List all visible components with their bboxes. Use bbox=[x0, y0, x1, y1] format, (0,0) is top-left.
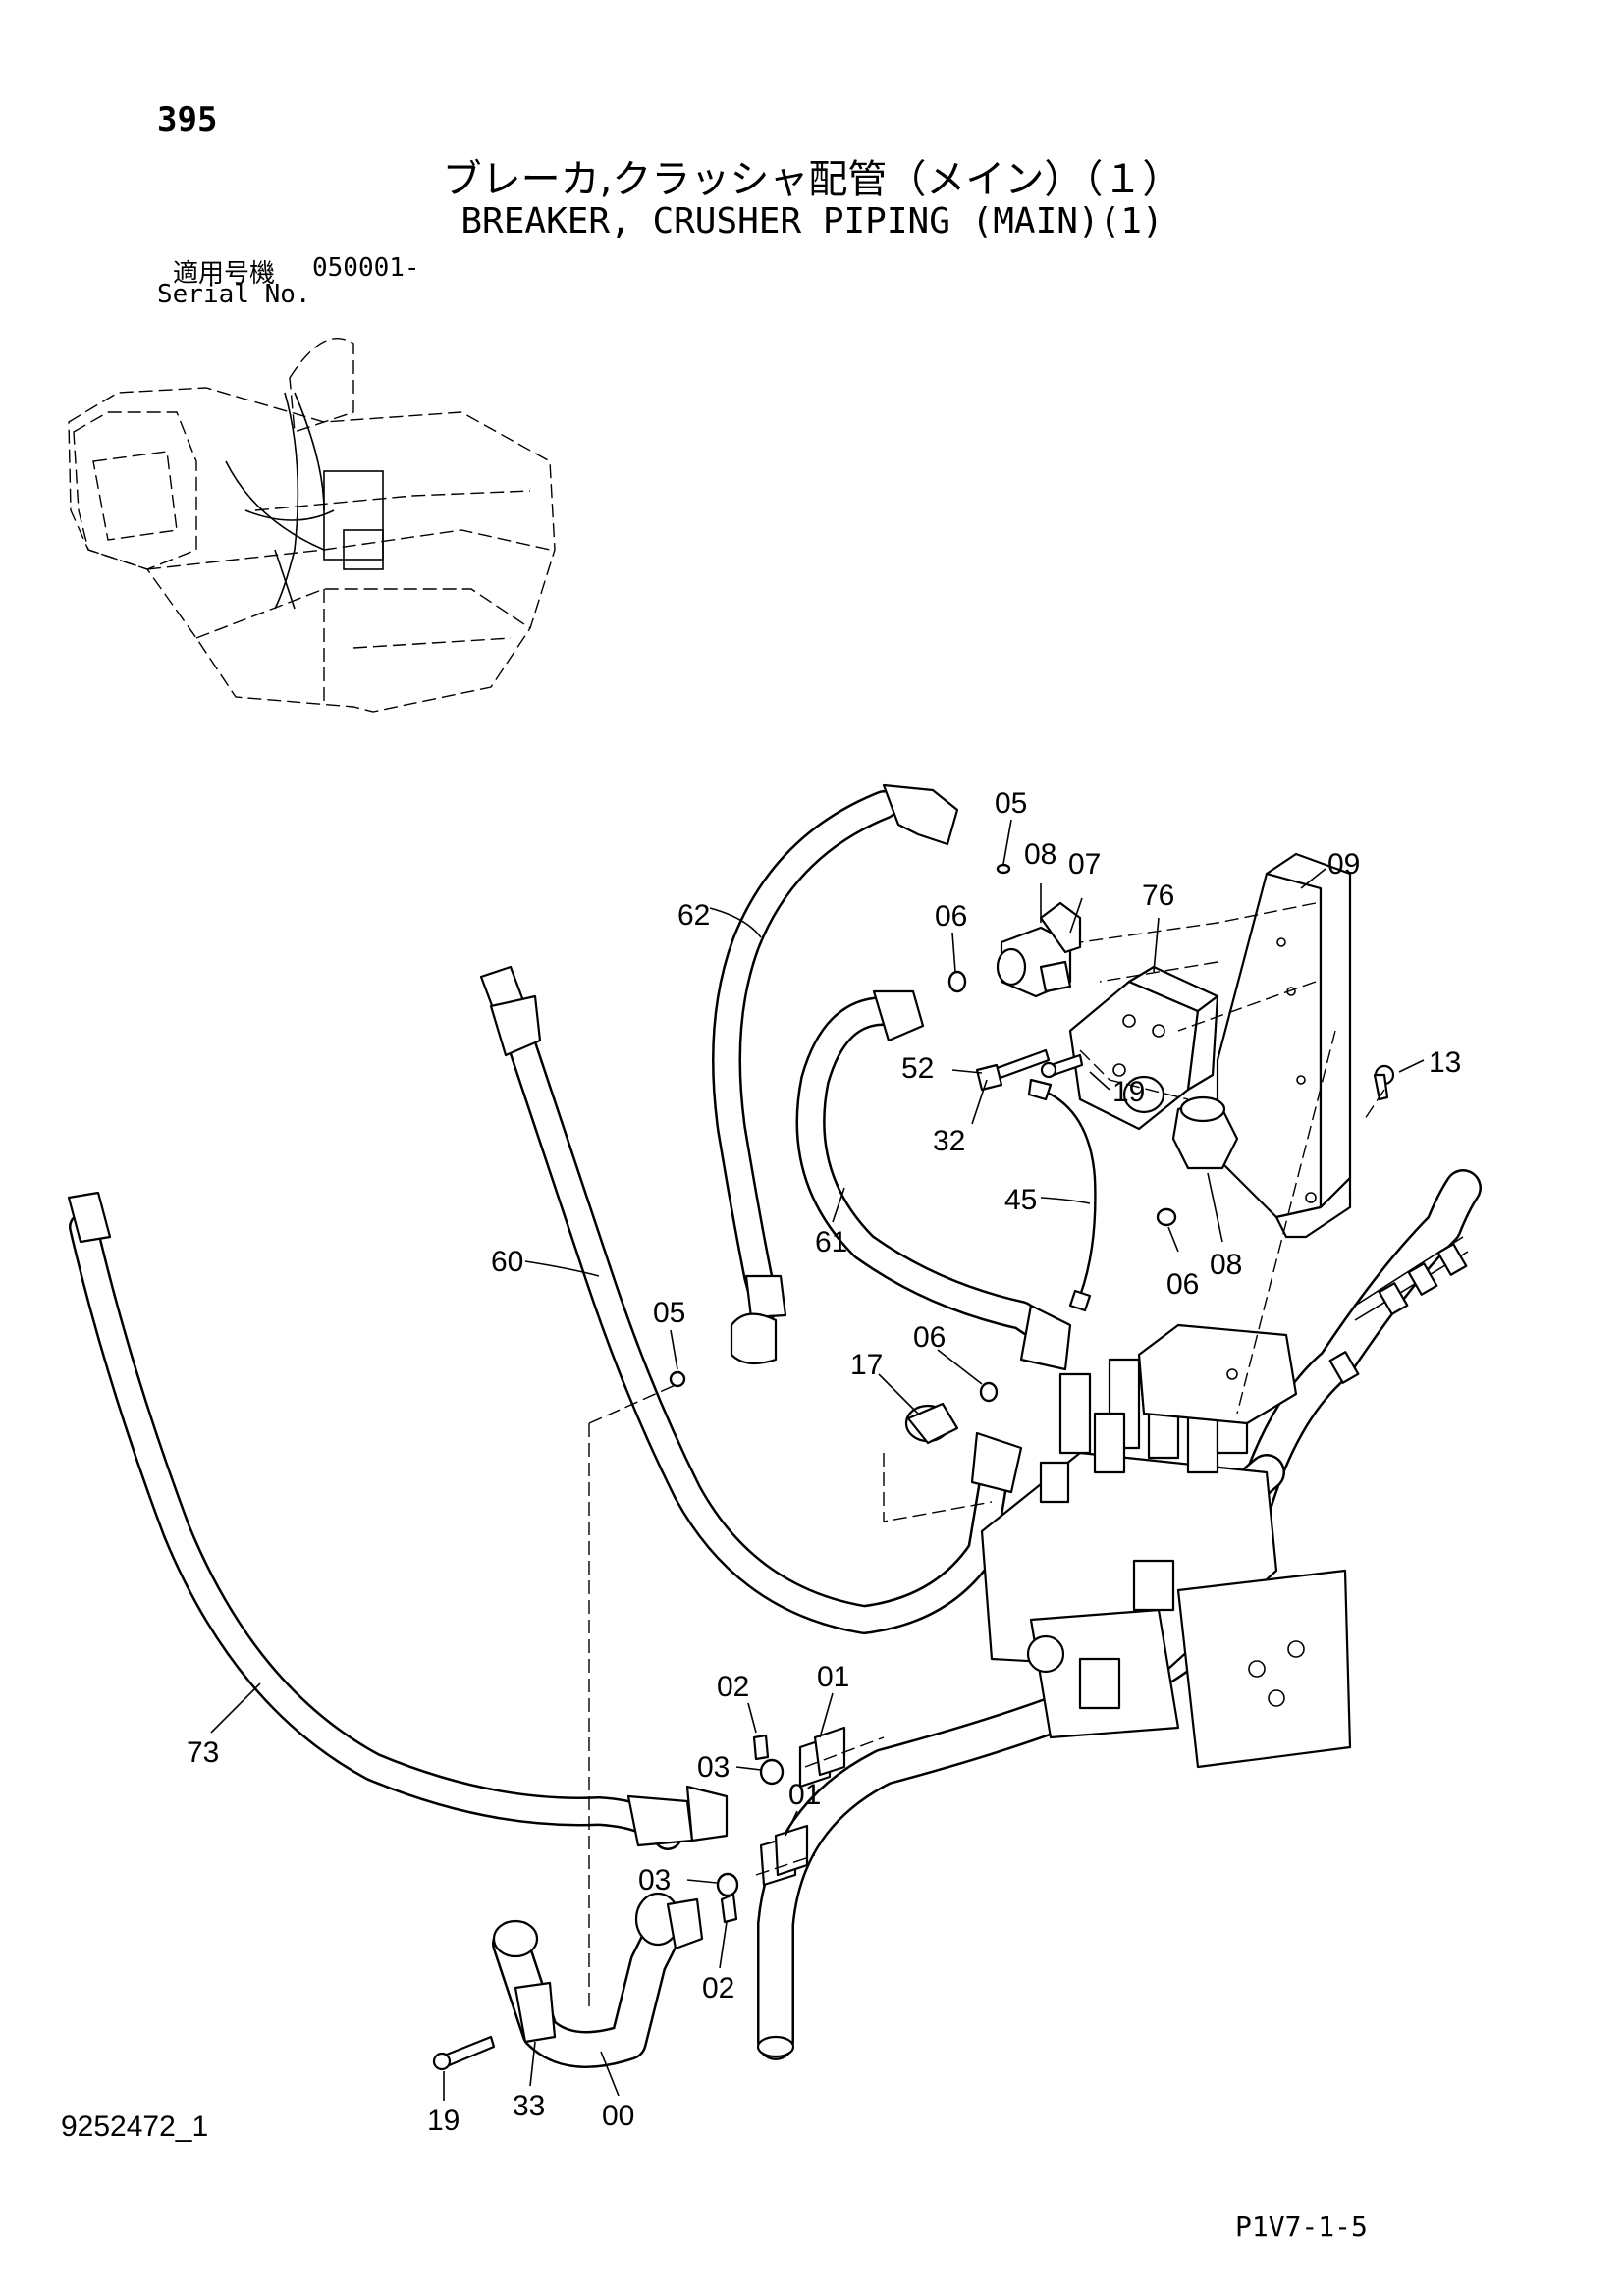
hose-73 bbox=[67, 1191, 729, 1850]
serial-number-value: 050001- bbox=[312, 253, 420, 283]
callout-00: 00 bbox=[602, 2100, 634, 2132]
bolt-19-upper bbox=[1040, 1053, 1084, 1079]
split-flanges-01 bbox=[759, 1726, 846, 1887]
callout-06: 06 bbox=[935, 900, 967, 933]
bracket-plate bbox=[1137, 1323, 1298, 1425]
clamp-33 bbox=[514, 1981, 557, 2044]
callout-05: 05 bbox=[995, 787, 1027, 820]
callout-52: 52 bbox=[901, 1052, 934, 1085]
control-valve-block bbox=[980, 1358, 1352, 1769]
leader-lines bbox=[210, 819, 1425, 2101]
bolt-19-lower bbox=[432, 2035, 496, 2071]
callout-13: 13 bbox=[1429, 1046, 1461, 1079]
adapter-08-lower bbox=[1171, 1095, 1239, 1170]
o-rings bbox=[669, 863, 1177, 1897]
callout-32: 32 bbox=[933, 1125, 965, 1157]
callout-45: 45 bbox=[1004, 1184, 1037, 1216]
callout-03: 03 bbox=[697, 1751, 730, 1784]
callout-06: 06 bbox=[1166, 1268, 1199, 1301]
bracket-09 bbox=[1216, 852, 1352, 1239]
callout-76: 76 bbox=[1142, 880, 1174, 912]
callout-labels: 05 08 07 09 62 06 76 13 52 19 32 45 08 0… bbox=[187, 787, 1461, 2137]
page-title-japanese: ブレーカ,クラッシャ配管（メイン）（１） bbox=[442, 157, 1182, 202]
excavator-locator-illustration bbox=[68, 338, 556, 713]
page-title-english: BREAKER, CRUSHER PIPING (MAIN)(1) bbox=[460, 201, 1164, 241]
callout-73: 73 bbox=[187, 1736, 219, 1769]
serial-label-english: Serial No. bbox=[157, 280, 311, 309]
callout-02: 02 bbox=[702, 1972, 734, 2004]
hose-60 bbox=[479, 965, 1023, 1634]
callout-05: 05 bbox=[653, 1297, 685, 1329]
tee-fitting-07 bbox=[996, 901, 1082, 998]
callout-08: 08 bbox=[1210, 1249, 1242, 1281]
callout-19: 19 bbox=[427, 2105, 460, 2137]
bolts-02 bbox=[720, 1734, 770, 1924]
page-number: 395 bbox=[157, 100, 218, 139]
callout-02: 02 bbox=[717, 1671, 749, 1703]
callout-60: 60 bbox=[491, 1246, 523, 1278]
document-id: 9252472_1 bbox=[61, 2110, 209, 2143]
bolt-13 bbox=[1373, 1064, 1395, 1101]
callout-19: 19 bbox=[1112, 1076, 1145, 1108]
fitting-32 bbox=[975, 1063, 1003, 1092]
plug-17 bbox=[904, 1402, 959, 1445]
callout-01: 01 bbox=[788, 1779, 821, 1811]
callout-07: 07 bbox=[1068, 848, 1101, 881]
serial-label-japanese: 適用号機 bbox=[173, 259, 276, 289]
assembly-guide-lines bbox=[588, 902, 1385, 2012]
valve-76 bbox=[1068, 965, 1219, 1131]
hose-62 bbox=[712, 783, 959, 1365]
callout-08: 08 bbox=[1024, 838, 1056, 871]
callout-62: 62 bbox=[677, 899, 710, 932]
callout-03: 03 bbox=[638, 1864, 671, 1896]
page-code: P1V7-1-5 bbox=[1235, 2211, 1368, 2243]
side-pipe bbox=[1328, 1236, 1469, 1384]
tube-45 bbox=[1027, 1078, 1097, 1312]
callout-01: 01 bbox=[817, 1661, 849, 1693]
callout-17: 17 bbox=[850, 1349, 883, 1381]
hose-61 bbox=[795, 989, 1072, 1371]
callout-61: 61 bbox=[815, 1226, 847, 1258]
callout-33: 33 bbox=[513, 2090, 545, 2122]
callout-09: 09 bbox=[1327, 848, 1360, 881]
callout-06: 06 bbox=[913, 1321, 946, 1354]
